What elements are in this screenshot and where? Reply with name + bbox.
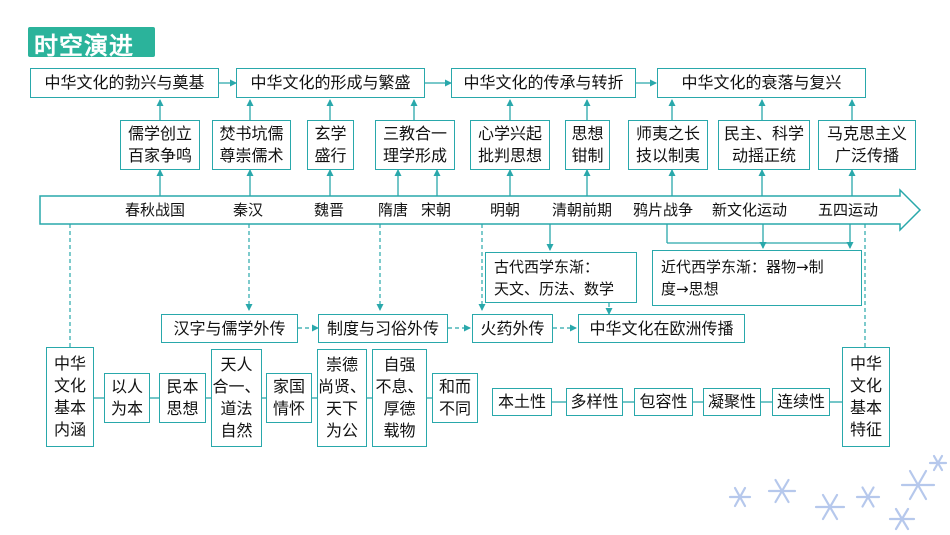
thought-box-3: 玄学 盛行 (307, 120, 354, 170)
connotation-item-box: 以人 为本 (104, 373, 150, 423)
modern-west-learning-box: 近代西学东渐：器物→制 度→思想 (652, 250, 862, 306)
timeline-label: 魏晋 (314, 201, 345, 219)
timeline-label: 宋朝 (421, 201, 452, 219)
spread-box-institutions-customs: 制度与习俗外传 (318, 314, 448, 343)
section-title-bar (28, 27, 155, 57)
thought-box-5: 心学兴起 批判思想 (470, 120, 550, 170)
thought-box-4: 三教合一 理学形成 (375, 120, 455, 170)
timeline-label: 五四运动 (818, 201, 879, 219)
timeline-label: 秦汉 (233, 201, 264, 219)
thought-box-7: 师夷之长 技以制夷 (628, 120, 708, 170)
connotation-head-box: 中华 文化 基本 内涵 (46, 347, 94, 447)
timeline-label: 明朝 (490, 201, 521, 219)
connotation-item-box: 和而 不同 (432, 373, 478, 423)
thought-box-6: 思想 钳制 (565, 120, 610, 170)
timeline-label: 隋唐 (378, 201, 409, 219)
connotation-item-box: 民本 思想 (159, 373, 206, 423)
section-title: 时空演进 (34, 32, 134, 60)
feature-item-box: 连续性 (772, 388, 830, 416)
connotation-item-box: 崇德 尚贤、 天下 为公 (317, 349, 367, 447)
thought-box-8: 民主、科学 动摇正统 (718, 120, 810, 170)
thought-box-2: 焚书坑儒 尊崇儒术 (212, 120, 291, 170)
thought-box-1: 儒学创立 百家争鸣 (120, 120, 200, 170)
timeline-label: 鸦片战争 (633, 201, 694, 219)
timeline-label: 春秋战国 (125, 201, 186, 219)
spread-box-gunpowder: 火药外传 (472, 314, 553, 343)
feature-item-box: 凝聚性 (703, 388, 761, 416)
connotation-item-box: 自强 不息、 厚德 载物 (372, 349, 427, 447)
stage-box-transition: 中华文化的传承与转折 (451, 68, 636, 98)
stage-box-rise: 中华文化的勃兴与奠基 (30, 68, 219, 98)
timeline-label: 新文化运动 (712, 201, 788, 219)
connotation-item-box: 天人 合一、 道法 自然 (211, 349, 262, 447)
stage-box-formation: 中华文化的形成与繁盛 (236, 68, 425, 98)
ancient-west-learning-box: 古代西学东渐： 天文、历法、数学 (485, 252, 637, 303)
feature-item-box: 包容性 (634, 388, 693, 416)
snowflake-decoration (728, 454, 948, 531)
thought-box-9: 马克思主义 广泛传播 (818, 120, 916, 170)
features-head-box: 中华 文化 基本 特征 (842, 347, 890, 447)
spread-box-script-confucianism: 汉字与儒学外传 (161, 314, 298, 343)
spread-box-europe: 中华文化在欧洲传播 (578, 314, 745, 343)
stage-box-revival: 中华文化的衰落与复兴 (657, 68, 866, 98)
feature-item-box: 多样性 (566, 388, 623, 416)
feature-item-box: 本土性 (492, 388, 552, 416)
timeline-arrow (39, 188, 922, 232)
connotation-item-box: 家国 情怀 (266, 373, 312, 423)
timeline-label: 清朝前期 (552, 201, 613, 219)
